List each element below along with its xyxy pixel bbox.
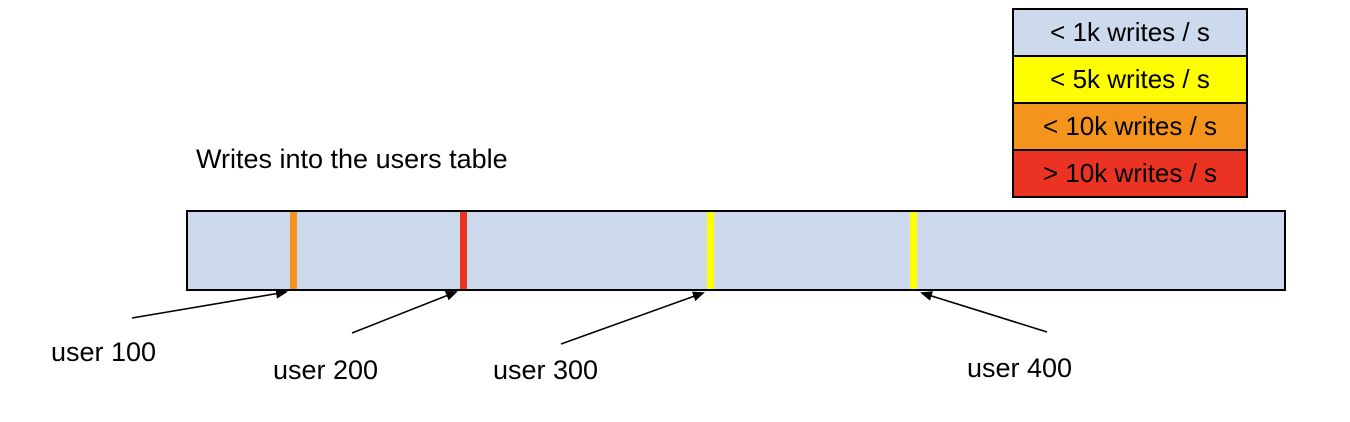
arrow-user-400 bbox=[920, 291, 1048, 333]
marker-user-400 bbox=[910, 212, 917, 289]
marker-user-100 bbox=[290, 212, 297, 289]
label-user-300: user 300 bbox=[493, 355, 599, 385]
diagram-title: Writes into the users table bbox=[196, 144, 508, 174]
legend-item-label: < 5k writes / s bbox=[1050, 64, 1210, 94]
marker-user-300 bbox=[707, 212, 714, 289]
label-user-100: user 100 bbox=[51, 337, 157, 367]
legend: < 1k writes / s < 5k writes / s < 10k wr… bbox=[1012, 8, 1248, 198]
legend-item-label: < 10k writes / s bbox=[1042, 111, 1218, 141]
legend-item-lt-1k: < 1k writes / s bbox=[1014, 10, 1246, 55]
legend-item-lt-10k: < 10k writes / s bbox=[1014, 102, 1246, 149]
arrow-user-300 bbox=[560, 291, 705, 345]
marker-user-200 bbox=[460, 212, 467, 289]
legend-item-label: < 1k writes / s bbox=[1050, 17, 1210, 47]
legend-item-lt-5k: < 5k writes / s bbox=[1014, 55, 1246, 102]
label-user-400: user 400 bbox=[967, 353, 1073, 383]
arrow-user-200 bbox=[351, 291, 458, 334]
arrow-user-100 bbox=[131, 288, 288, 319]
label-user-200: user 200 bbox=[273, 355, 379, 385]
legend-item-label: > 10k writes / s bbox=[1042, 158, 1218, 188]
users-table-bar bbox=[186, 210, 1286, 291]
legend-item-gt-10k: > 10k writes / s bbox=[1014, 149, 1246, 196]
